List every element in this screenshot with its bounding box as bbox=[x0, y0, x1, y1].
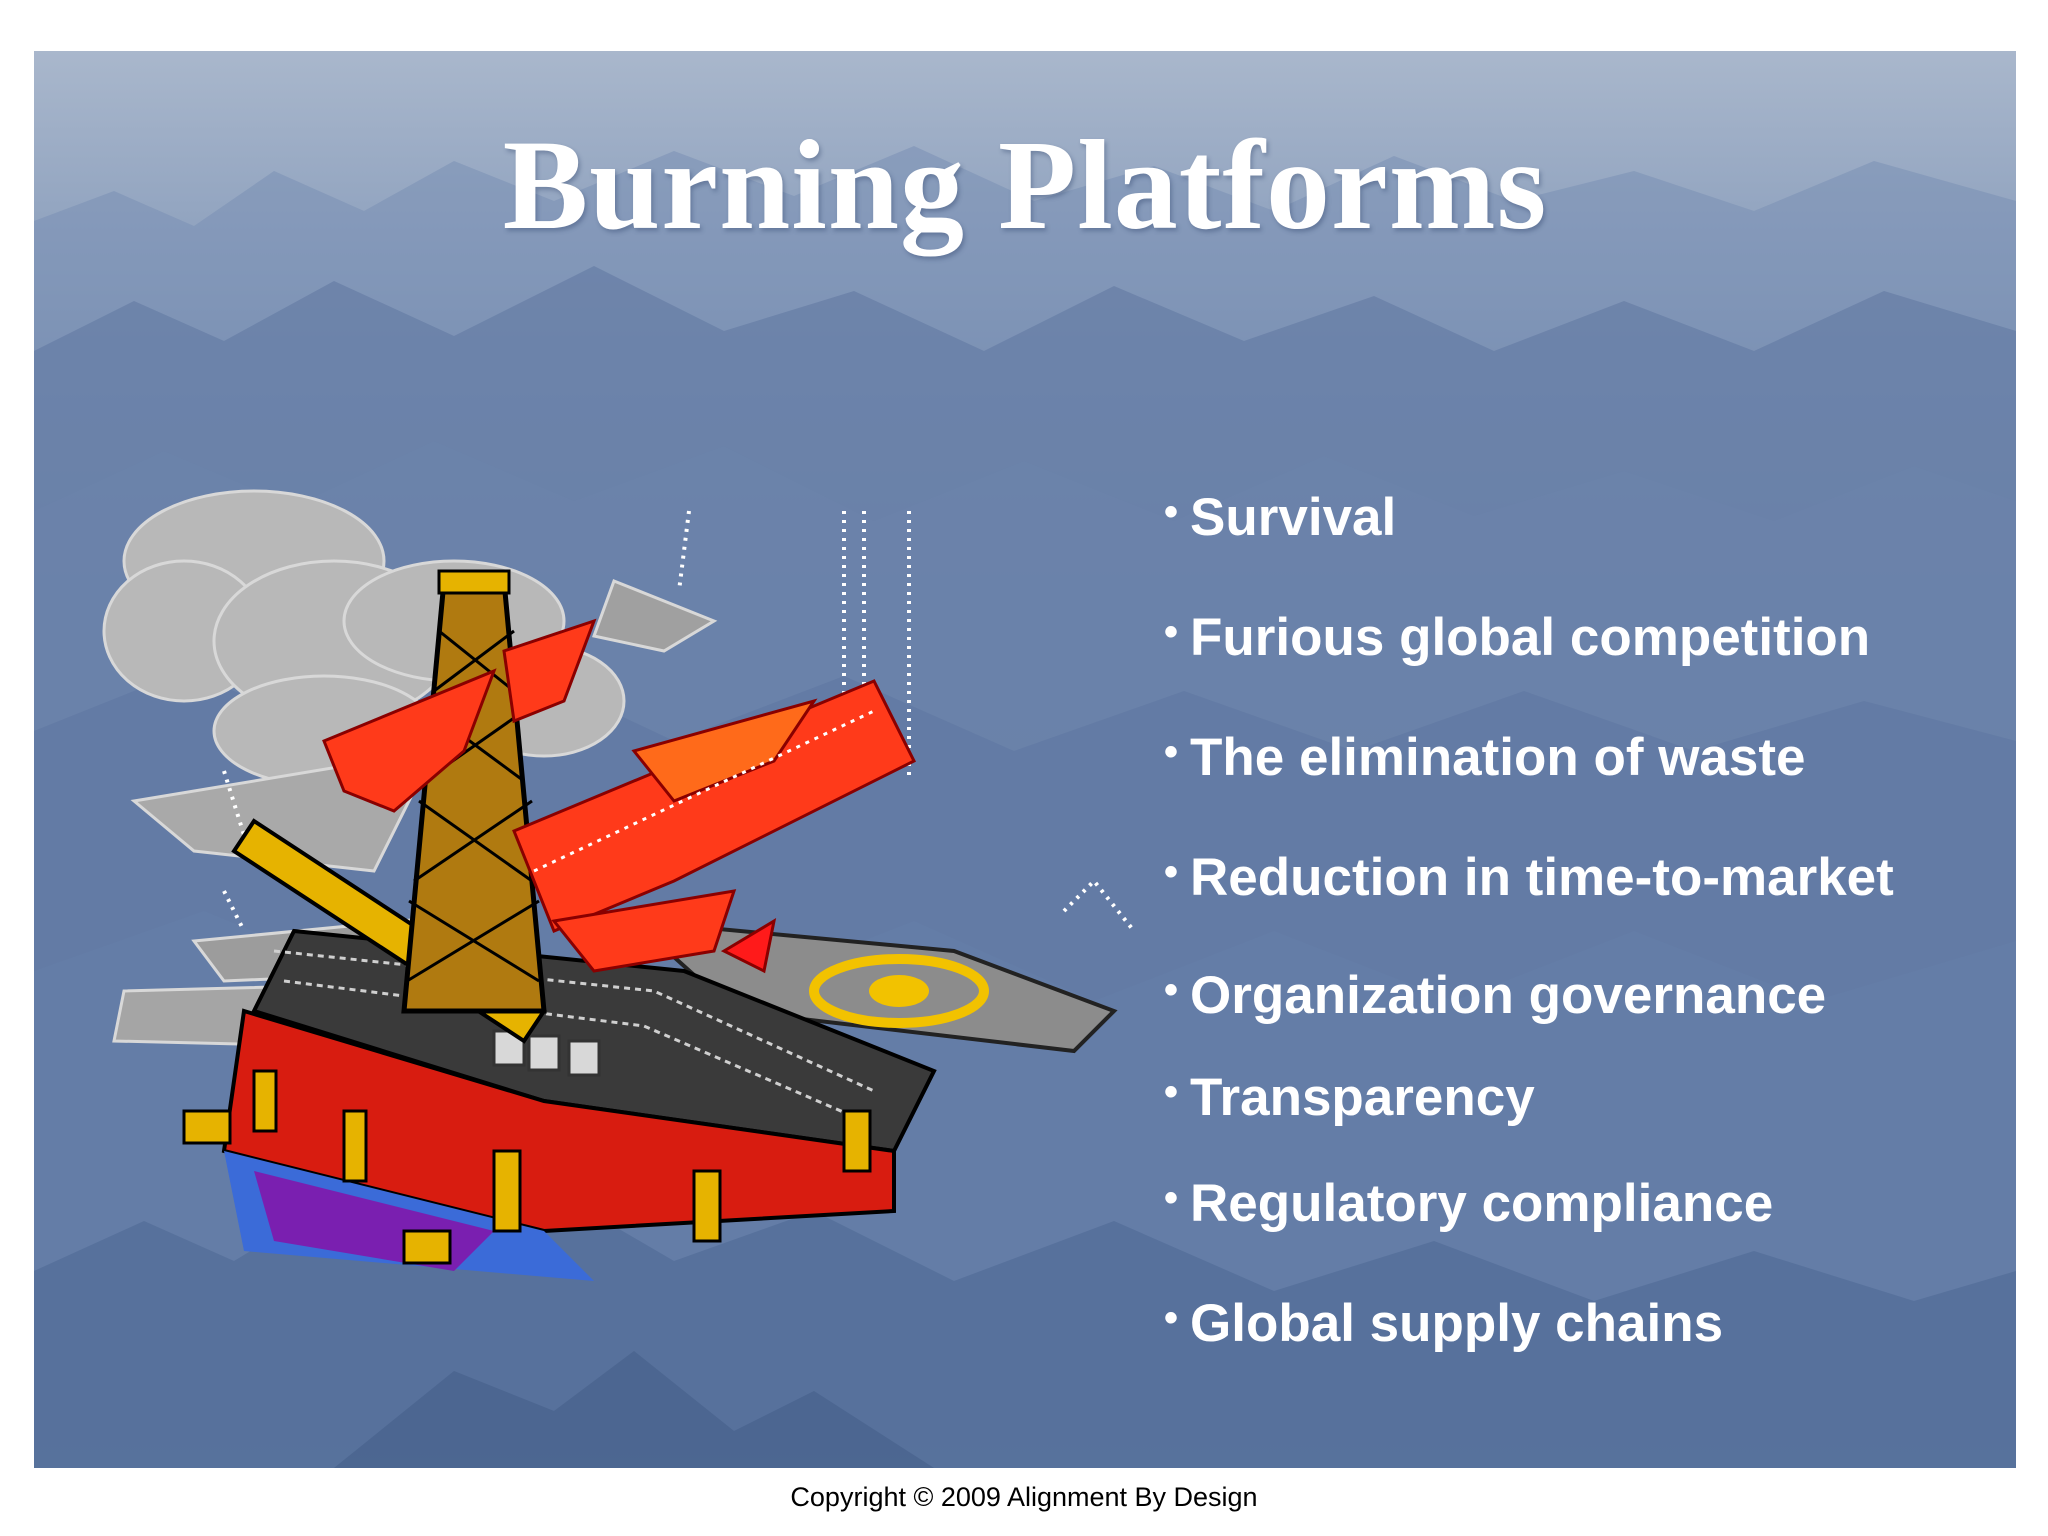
copyright-footer: Copyright © 2009 Alignment By Design bbox=[790, 1482, 1258, 1512]
bullet-text: The elimination of waste bbox=[1190, 728, 1806, 787]
bullet-text: Reduction in time-to-market bbox=[1190, 848, 1894, 907]
bullet-text: Regulatory compliance bbox=[1190, 1174, 1774, 1233]
bullet-text: Survival bbox=[1190, 488, 1397, 547]
flame-shapes bbox=[322, 618, 917, 974]
bullet-dot: • bbox=[1164, 730, 1179, 774]
bullet-item: •Organization governance bbox=[1164, 969, 1826, 1022]
bullet-text: Global supply chains bbox=[1190, 1294, 1724, 1353]
bullet-dot: • bbox=[1164, 968, 1179, 1012]
bullet-text: Furious global competition bbox=[1190, 608, 1871, 667]
bullet-text: Transparency bbox=[1190, 1068, 1535, 1127]
bullet-item: •Transparency bbox=[1164, 1071, 1535, 1124]
bullet-item: •Furious global competition bbox=[1164, 611, 1870, 664]
burning-oil-platform-illustration bbox=[102, 489, 1136, 1281]
bullet-dot: • bbox=[1164, 490, 1179, 534]
slide-title: Burning Platforms bbox=[502, 114, 1548, 256]
bullet-dot: • bbox=[1164, 610, 1179, 654]
bullet-item: •Survival bbox=[1164, 491, 1396, 544]
slide: Burning Platforms bbox=[34, 51, 2016, 1468]
bullet-item: •The elimination of waste bbox=[1164, 731, 1806, 784]
bullet-text: Organization governance bbox=[1190, 966, 1827, 1025]
bullet-dot: • bbox=[1164, 1296, 1179, 1340]
bullet-item: •Global supply chains bbox=[1164, 1297, 1723, 1350]
bullet-dot: • bbox=[1164, 850, 1179, 894]
bullet-item: •Regulatory compliance bbox=[1164, 1177, 1773, 1230]
bullet-dot: • bbox=[1164, 1176, 1179, 1220]
bullet-item: •Reduction in time-to-market bbox=[1164, 851, 1894, 904]
bullet-dot: • bbox=[1164, 1070, 1179, 1114]
